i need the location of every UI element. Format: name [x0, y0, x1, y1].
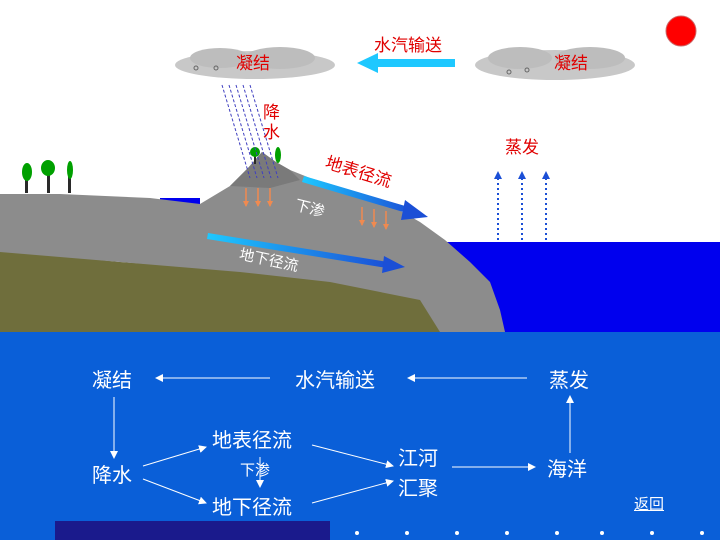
cycle-infiltration: 下渗 [240, 461, 271, 479]
cycle-river-line1: 江河 [398, 446, 438, 470]
evaporation-label: 蒸发 [505, 138, 539, 158]
cycle-panel [0, 332, 720, 540]
cloud-right-icon [475, 47, 635, 80]
cycle-ocean: 海洋 [547, 457, 587, 481]
vapor-transport-arrow [357, 53, 455, 73]
cycle-condensation: 凝结 [92, 368, 132, 392]
cycle-surface-runoff: 地表径流 [212, 428, 292, 452]
cloud-left-icon [175, 47, 335, 79]
infiltration-arrows [243, 188, 389, 230]
cloud-left-label: 凝结 [236, 54, 270, 74]
cycle-evaporation: 蒸发 [549, 368, 589, 392]
trees [22, 147, 281, 193]
rain-lines [221, 84, 279, 179]
cycle-precipitation: 降水 [92, 463, 132, 487]
footer-bar [55, 521, 330, 540]
vapor-transport-label: 水汽输送 [374, 36, 442, 56]
soil-layer [0, 250, 500, 332]
decor-dots [355, 531, 704, 535]
cycle-vapor-transport: 水汽输送 [295, 368, 375, 392]
evaporation-arrows [494, 171, 550, 240]
cycle-river-line2: 汇聚 [398, 476, 438, 500]
cycle-connectors [110, 374, 574, 505]
cloud-right-label: 凝结 [554, 54, 588, 74]
sun-icon [665, 15, 697, 47]
cycle-groundwater: 地下径流 [212, 495, 292, 519]
back-link[interactable]: 返回 [634, 495, 665, 513]
mountain-peak [230, 152, 300, 188]
groundwater-arrow [207, 233, 405, 273]
surface-runoff-arrow [302, 176, 428, 220]
precipitation-label: 降 水 [263, 103, 280, 144]
